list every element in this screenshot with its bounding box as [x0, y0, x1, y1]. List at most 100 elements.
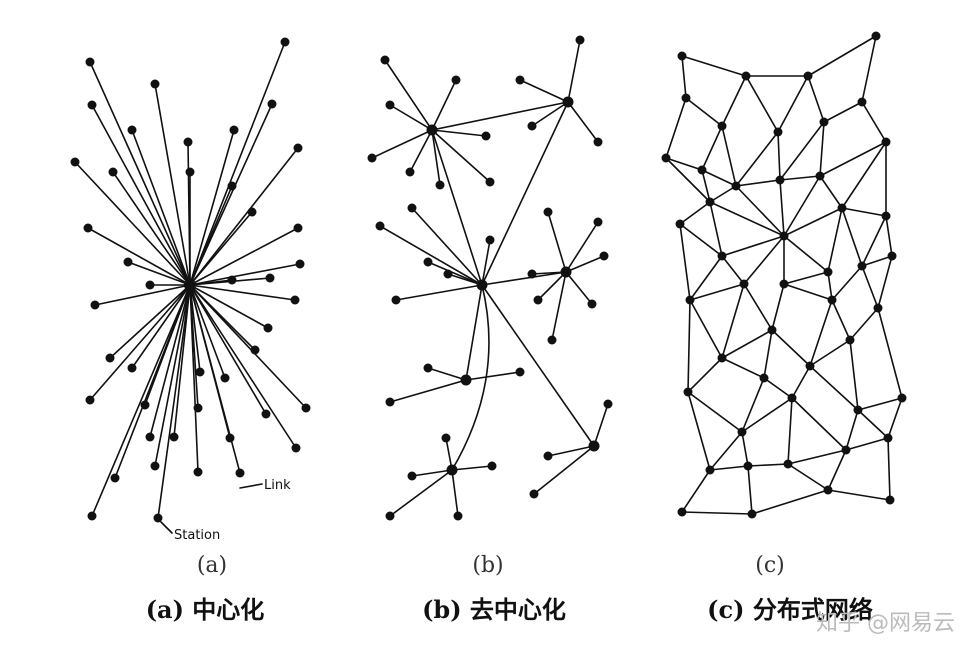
mesh-link — [809, 299, 833, 367]
mesh-station — [871, 31, 881, 41]
station — [127, 363, 137, 373]
mesh-station — [857, 261, 867, 271]
link-annotation-pointer — [239, 483, 263, 489]
link — [389, 379, 467, 403]
link — [389, 469, 453, 517]
link — [371, 129, 433, 159]
station — [291, 443, 301, 453]
mesh-station — [853, 405, 863, 415]
station — [485, 177, 495, 187]
mesh-link — [819, 141, 887, 177]
link — [531, 271, 567, 275]
station — [451, 75, 461, 85]
link — [154, 83, 191, 286]
station — [227, 181, 237, 191]
mesh-link — [779, 179, 785, 237]
backbone-link — [481, 284, 595, 447]
station — [293, 143, 303, 153]
station — [407, 203, 417, 213]
link — [531, 101, 569, 127]
station — [83, 223, 93, 233]
mesh-link — [887, 397, 903, 439]
backbone-link — [481, 271, 567, 286]
link-annotation: Link — [264, 478, 291, 493]
link — [157, 284, 191, 519]
mesh-link — [665, 97, 687, 159]
mesh-link — [831, 265, 863, 301]
mesh-link — [777, 131, 781, 181]
station — [533, 295, 543, 305]
link — [427, 261, 483, 286]
mesh-station — [803, 71, 813, 81]
mesh-link — [745, 75, 779, 133]
link — [411, 207, 483, 286]
mesh-station — [827, 295, 837, 305]
station — [599, 251, 609, 261]
central-hub — [184, 279, 196, 291]
centralized-network — [70, 37, 311, 523]
link — [149, 284, 191, 438]
mesh-station — [685, 295, 695, 305]
link — [384, 59, 433, 131]
mesh-link — [709, 185, 737, 203]
mesh-link — [887, 437, 891, 501]
mesh-link — [807, 75, 825, 123]
station — [127, 125, 137, 135]
mesh-link — [679, 223, 723, 257]
backbone-link — [451, 284, 490, 471]
station — [193, 467, 203, 477]
station — [183, 137, 193, 147]
mesh-link — [751, 489, 829, 515]
watermark: 知乎 @网易云 — [816, 611, 955, 636]
hub-station — [588, 440, 600, 452]
mesh-link — [809, 339, 851, 367]
panel-a-caption: (a) 中心化 — [146, 595, 265, 624]
link — [173, 284, 191, 438]
mesh-station — [661, 153, 671, 163]
panel-c-caption: (c) 分布式网络 — [707, 595, 873, 624]
panel-b-sublabel: (b) — [472, 553, 503, 578]
mesh-link — [885, 215, 893, 257]
mesh-link — [857, 397, 903, 411]
link — [593, 403, 609, 447]
mesh-link — [687, 391, 743, 433]
station — [593, 137, 603, 147]
mesh-link — [721, 75, 747, 127]
station — [375, 221, 385, 231]
mesh-station — [739, 279, 749, 289]
station — [265, 273, 275, 283]
mesh-link — [681, 469, 711, 513]
station — [263, 323, 273, 333]
station — [150, 461, 160, 471]
station — [487, 461, 497, 471]
station — [140, 400, 150, 410]
mesh-station — [805, 361, 815, 371]
link — [189, 284, 297, 449]
station — [385, 100, 395, 110]
station — [391, 295, 401, 305]
mesh-link — [841, 207, 863, 267]
mesh-station — [887, 251, 897, 261]
link — [189, 41, 286, 286]
station — [295, 259, 305, 269]
mesh-station — [883, 433, 893, 443]
mesh-station — [737, 427, 747, 437]
link — [189, 284, 267, 415]
mesh-link — [823, 101, 863, 123]
link — [87, 227, 191, 286]
mesh-station — [837, 203, 847, 213]
station — [85, 395, 95, 405]
mesh-link — [689, 283, 745, 301]
mesh-link — [665, 157, 711, 203]
mesh-link — [701, 125, 723, 171]
mesh-link — [735, 131, 779, 187]
mesh-link — [689, 299, 723, 359]
mesh-station — [677, 51, 687, 61]
mesh-station — [897, 393, 907, 403]
station — [587, 299, 597, 309]
mesh-link — [827, 271, 833, 301]
mesh-link — [857, 409, 889, 439]
hub-station — [562, 96, 574, 108]
mesh-station — [775, 175, 785, 185]
mesh-station — [779, 231, 789, 241]
